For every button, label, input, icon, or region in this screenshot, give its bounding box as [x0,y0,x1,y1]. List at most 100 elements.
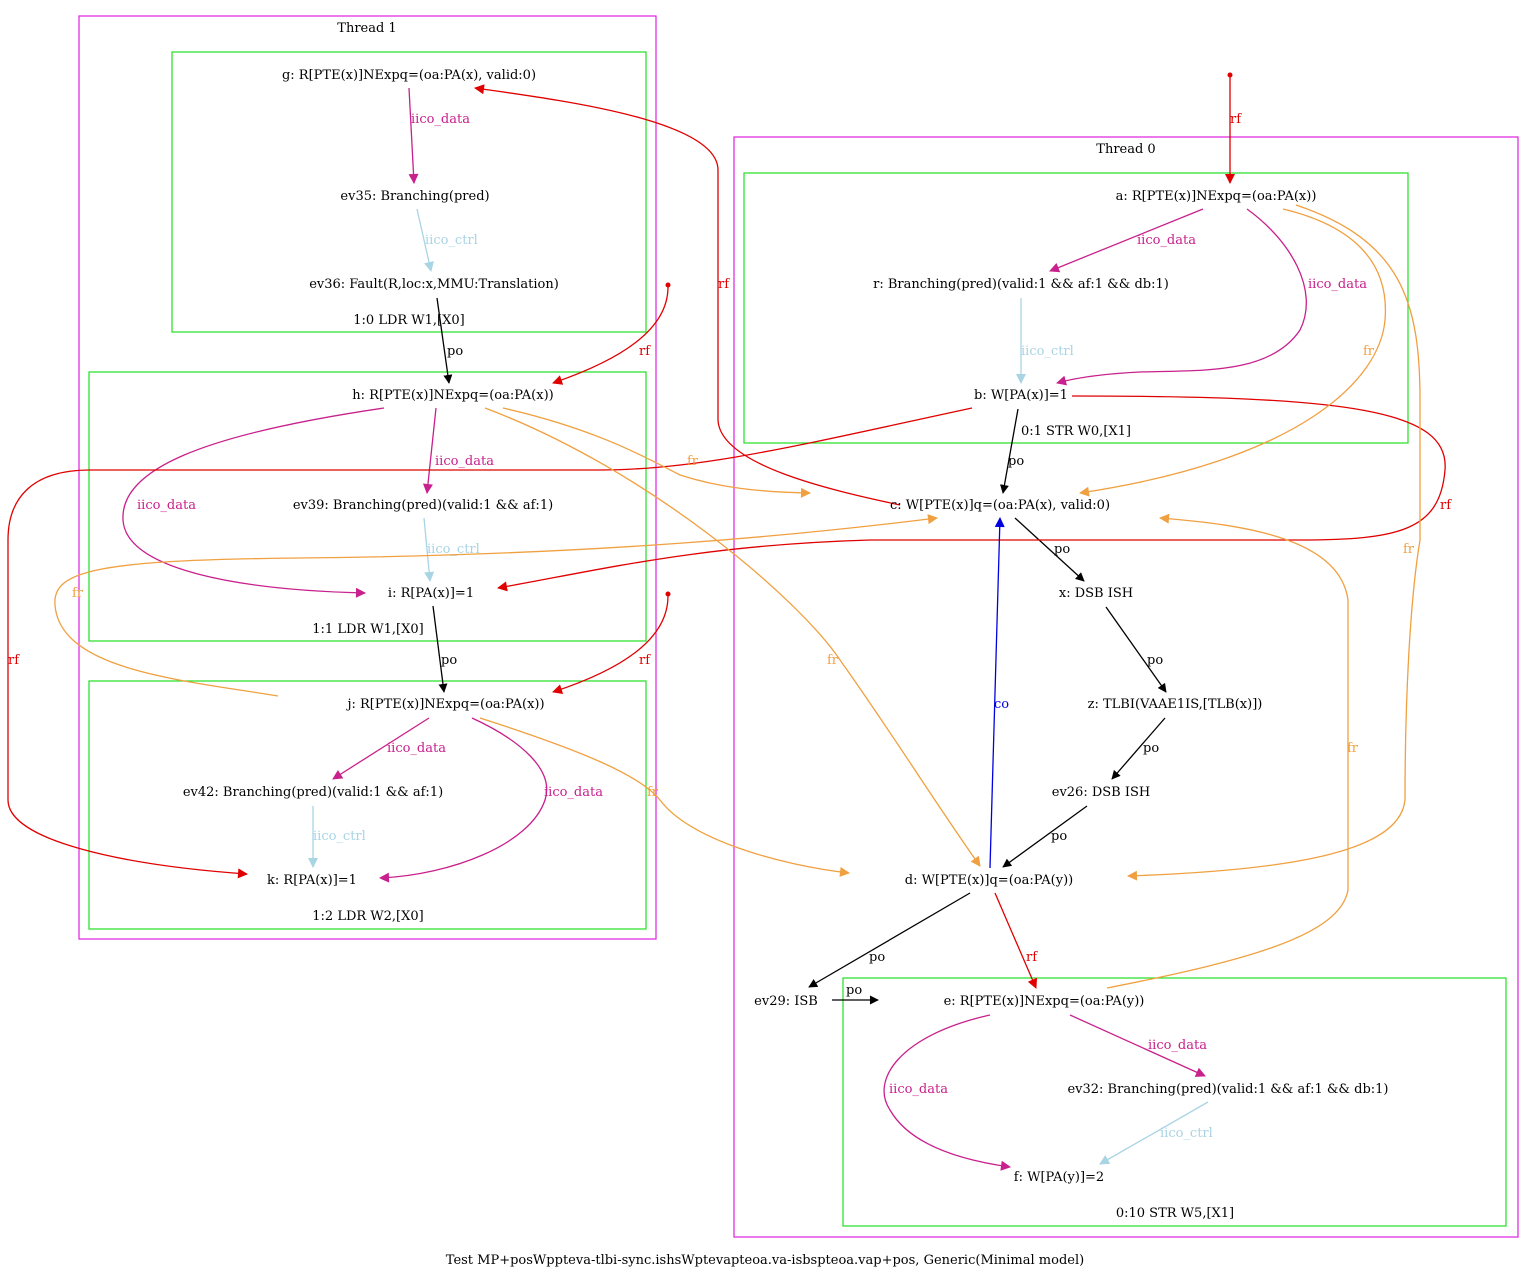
label-po-z-ev26: po [1143,741,1159,756]
label-iico-data-e-f: iico_data [889,1082,948,1097]
label-po-b-c: po [1008,454,1024,469]
label-po-d-ev29: po [869,950,885,965]
node-g: g: R[PTE(x)]NExpq=(oa:PA(x), valid:0) [282,68,536,83]
node-ev32: ev32: Branching(pred)(valid:1 && af:1 &&… [1067,1082,1388,1097]
edge-rf-init-j [552,595,669,694]
instr-cluster-1-1 [88,371,647,642]
node-c: c: W[PTE(x)]q=(oa:PA(x), valid:0) [890,498,1110,513]
edge-fr-h-c [502,407,811,498]
edge-fr-e-c [1106,513,1349,989]
label-iico-ctrl-ev32-f: iico_ctrl [1160,1126,1213,1141]
label-rf-b-k: rf [8,653,20,668]
edge-rf-d-e [994,892,1038,989]
label-fr-e-c: fr [1347,741,1359,756]
instr-label-0-10: 0:10 STR W5,[X1] [1116,1206,1234,1221]
node-b: b: W[PA(x)]=1 [974,388,1068,403]
graph-caption: Test MP+posWppteva-tlbi-sync.ishsWptevap… [446,1253,1084,1268]
edge-rf-b-k [7,407,973,879]
edge-iico-ctrl-ev32-f [1099,1101,1209,1165]
label-fr-h-c: fr [687,454,699,469]
label-po-i-j: po [441,653,457,668]
label-fr-j-c: fr [72,586,84,601]
edge-iico-ctrl-ev39-i [423,517,435,582]
edge-iico-data-j-k [379,717,548,883]
edge-rf-b-i [497,395,1446,592]
label-iico-data-h-ev39: iico_data [435,454,494,469]
instr-label-1-1: 1:1 LDR W1,[X0] [312,622,423,637]
node-ev35: ev35: Branching(pred) [340,189,489,204]
edge-iico-data-h-i [122,407,385,598]
edge-rf-init-h [552,286,669,385]
edge-fr-j-c [54,514,938,697]
label-iico-data-h-i: iico_data [137,498,196,513]
edge-iico-data-a-r [1049,208,1204,273]
edge-po-b-c [999,408,1019,494]
label-rf-b-i: rf [1440,498,1452,513]
thread-1-cluster [78,15,657,940]
label-rf-init-j: rf [639,653,651,668]
edge-fr-a-c [1079,208,1387,497]
instr-cluster-0-10 [842,977,1507,1227]
edge-rf-c-g [474,84,901,506]
instr-label-1-2: 1:2 LDR W2,[X0] [312,909,423,924]
node-ev29: ev29: ISB [754,994,818,1009]
edge-po-x-z [1105,606,1167,693]
thread-1-label: Thread 1 [337,21,396,36]
label-po-ev29-e: po [846,983,862,998]
label-iico-data-j-k: iico_data [544,785,603,800]
instr-label-0-1: 0:1 STR W0,[X1] [1021,424,1131,439]
edge-fr-a-d [1127,204,1421,881]
init-dot-h [665,282,671,288]
edge-iico-data-h-ev39 [422,407,437,494]
label-po-c-x: po [1054,542,1070,557]
label-iico-data-g-ev35: iico_data [411,112,470,127]
edge-po-d-ev29 [808,892,971,988]
node-x: x: DSB ISH [1059,586,1133,601]
edge-po-z-ev26 [1111,717,1166,780]
node-ev42: ev42: Branching(pred)(valid:1 && af:1) [183,785,443,800]
node-ev39: ev39: Branching(pred)(valid:1 && af:1) [293,498,553,513]
edge-iico-ctrl-ev35-ev36 [416,208,434,272]
label-po-ev26-d: po [1051,829,1067,844]
label-po-x-z: po [1147,653,1163,668]
edge-po-i-j [432,605,448,693]
thread-0-cluster [733,136,1519,1238]
label-iico-ctrl-ev39-i: iico_ctrl [427,542,480,557]
node-d: d: W[PTE(x)]q=(oa:PA(y)) [905,873,1073,888]
init-dot-a [1227,72,1233,78]
label-iico-ctrl-ev35-ev36: iico_ctrl [425,233,478,248]
instr-cluster-1-2 [88,680,647,930]
node-h: h: R[PTE(x)]NExpq=(oa:PA(x)) [352,388,553,403]
label-iico-ctrl-ev42-k: iico_ctrl [313,829,366,844]
edge-po-ev36-h [436,297,453,384]
node-j: j: R[PTE(x)]NExpq=(oa:PA(x)) [345,697,544,712]
node-ev26: ev26: DSB ISH [1052,785,1150,800]
label-co-d-c: co [994,697,1009,712]
thread-0-label: Thread 0 [1096,142,1155,157]
node-e: e: R[PTE(x)]NExpq=(oa:PA(y)) [944,994,1145,1009]
edge-fr-j-d [479,717,850,877]
label-rf-d-e: rf [1026,950,1038,965]
label-iico-ctrl-r-b: iico_ctrl [1021,344,1074,359]
instr-cluster-1-0 [171,51,647,333]
init-dot-j [665,591,671,597]
label-fr-h-d: fr [827,653,839,668]
label-fr-j-d: fr [647,785,659,800]
label-rf-c-g: rf [718,277,730,292]
instr-cluster-0-1 [743,172,1409,444]
edge-fr-h-d [484,407,981,867]
label-iico-data-a-r: iico_data [1137,233,1196,248]
edge-po-ev26-d [1002,805,1088,868]
label-rf-init-h: rf [639,344,651,359]
node-z: z: TLBI(VAAE1IS,[TLB(x)]) [1088,697,1263,712]
label-po-ev36-h: po [447,344,463,359]
instr-label-1-0: 1:0 LDR W1,[X0] [353,313,464,328]
edge-iico-data-e-f [883,1014,1011,1171]
label-fr-a-d: fr [1403,542,1415,557]
edge-po-c-x [1014,517,1085,582]
label-iico-data-a-b: iico_data [1308,277,1367,292]
edge-iico-data-g-ev35 [408,87,419,184]
edge-co-d-c [989,517,1005,869]
edge-iico-data-j-ev42 [332,717,430,780]
